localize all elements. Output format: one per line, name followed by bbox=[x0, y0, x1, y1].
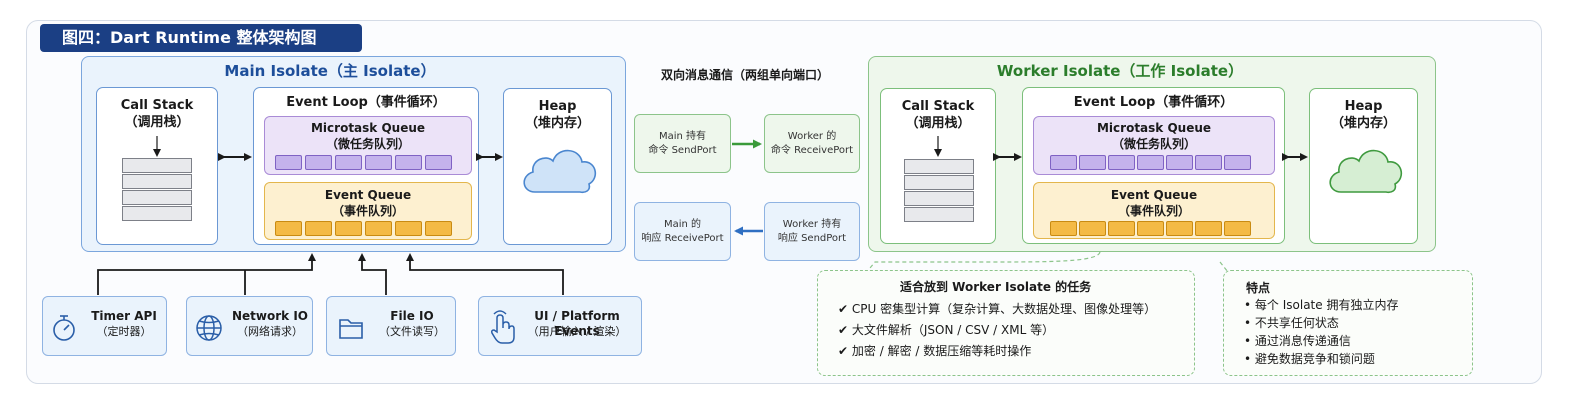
main-heap-title: Heap bbox=[538, 99, 577, 114]
ui-platform-subtitle: （用户输入 / 渲染） bbox=[527, 325, 627, 338]
feature-text: 通过消息传递通信 bbox=[1254, 334, 1351, 348]
worker-event-loop-title: Event Loop（事件循环） bbox=[1073, 95, 1234, 110]
worker-event-queue-subtitle: （事件队列） bbox=[1117, 204, 1190, 218]
worker-event-queue-title: Event Queue bbox=[1110, 188, 1198, 202]
feature-item: • 避免数据竞争和锁问题 bbox=[1244, 352, 1375, 366]
network-io-title: Network IO bbox=[232, 309, 308, 323]
file-io-subtitle: （文件读写） bbox=[379, 325, 445, 338]
main-heap-cloud-icon bbox=[523, 149, 597, 194]
main-receive-line2: 响应 ReceivePort bbox=[641, 233, 724, 244]
worker-task-item: ✔ CPU 密集型计算（复杂计算、大数据处理、图像处理等） bbox=[838, 301, 1156, 317]
worker-send-line2: 响应 SendPort bbox=[777, 233, 847, 244]
worker-call-stack-box: Call Stack （调用栈） bbox=[880, 88, 996, 244]
ui-platform-title: UI / Platform Events bbox=[534, 309, 620, 338]
feature-item: • 不共享任何状态 bbox=[1244, 316, 1339, 330]
worker-command-receiveport: Worker 的 命令 ReceivePort bbox=[764, 114, 860, 173]
messaging-heading: 双向消息通信（两组单向端口） bbox=[660, 68, 829, 82]
check-icon: ✔ bbox=[838, 302, 849, 316]
main-heap-subtitle: （堆内存） bbox=[524, 116, 590, 131]
event-source-file: File IO （文件读写） bbox=[326, 296, 456, 356]
diagram-title: 图四：Dart Runtime 整体架构图 bbox=[40, 24, 362, 52]
hand-pointer-icon bbox=[491, 310, 515, 344]
worker-task-text: 加密 / 解密 / 数据压缩等耗时操作 bbox=[851, 344, 1032, 358]
network-io-subtitle: （网络请求） bbox=[237, 325, 303, 338]
worker-microtask-title: Microtask Queue bbox=[1096, 121, 1212, 135]
main-call-stack-box: Call Stack （调用栈） bbox=[96, 87, 218, 245]
event-source-timer: Timer API （定时器） bbox=[42, 296, 167, 356]
event-source-network: Network IO （网络请求） bbox=[186, 296, 313, 356]
worker-heap-cloud-icon bbox=[1329, 149, 1403, 194]
feature-text: 避免数据竞争和锁问题 bbox=[1254, 352, 1375, 366]
check-icon: ✔ bbox=[838, 323, 849, 337]
worker-heap-title: Heap bbox=[1344, 99, 1383, 114]
worker-tasks-panel: 适合放到 Worker Isolate 的任务 ✔ CPU 密集型计算（复杂计算… bbox=[817, 270, 1195, 376]
event-source-connectors bbox=[97, 253, 564, 295]
timer-api-title: Timer API bbox=[91, 309, 157, 323]
main-receive-line1: Main 的 bbox=[663, 219, 702, 230]
feature-text: 不共享任何状态 bbox=[1254, 316, 1339, 330]
main-event-loop-title: Event Loop（事件循环） bbox=[286, 95, 446, 110]
worker-task-text: CPU 密集型计算（复杂计算、大数据处理、图像处理等） bbox=[851, 302, 1157, 316]
event-source-ui-platform: UI / Platform Events （用户输入 / 渲染） bbox=[478, 296, 642, 356]
worker-tasks-title: 适合放到 Worker Isolate 的任务 bbox=[900, 280, 1092, 294]
features-panel: 特点 • 每个 Isolate 拥有独立内存 • 不共享任何状态 • 通过消息传… bbox=[1223, 270, 1473, 376]
worker-heap-subtitle: （堆内存） bbox=[1330, 116, 1396, 131]
worker-microtask-subtitle: （微任务队列） bbox=[1111, 137, 1196, 151]
main-microtask-subtitle: （微任务队列） bbox=[325, 137, 410, 151]
feature-item: • 通过消息传递通信 bbox=[1244, 334, 1351, 348]
main-call-stack-title: Call Stack bbox=[120, 98, 194, 113]
worker-task-text: 大文件解析（JSON / CSV / XML 等） bbox=[851, 323, 1055, 337]
main-command-sendport: Main 持有 命令 SendPort bbox=[634, 114, 731, 173]
worker-microtask-queue: Microtask Queue （微任务队列） bbox=[1033, 116, 1275, 175]
main-response-receiveport: Main 的 响应 ReceivePort bbox=[634, 202, 731, 261]
features-title: 特点 bbox=[1246, 281, 1271, 295]
worker-call-stack-subtitle: （调用栈） bbox=[905, 116, 971, 131]
worker-isolate-heading: Worker Isolate（工作 Isolate） bbox=[996, 62, 1244, 80]
worker-call-stack-title: Call Stack bbox=[901, 99, 975, 114]
file-io-title: File IO bbox=[390, 309, 434, 323]
worker-task-item: ✔ 加密 / 解密 / 数据压缩等耗时操作 bbox=[838, 343, 1031, 359]
worker-response-sendport: Worker 持有 响应 SendPort bbox=[764, 202, 860, 261]
main-send-line1: Main 持有 bbox=[658, 131, 707, 142]
feature-item: • 每个 Isolate 拥有独立内存 bbox=[1244, 298, 1399, 312]
worker-event-queue: Event Queue （事件队列） bbox=[1033, 182, 1275, 239]
worker-tasks-connector bbox=[869, 251, 1101, 269]
folder-icon bbox=[339, 319, 363, 339]
feature-text: 每个 Isolate 拥有独立内存 bbox=[1254, 298, 1399, 312]
features-connector bbox=[1219, 261, 1229, 273]
check-icon: ✔ bbox=[838, 344, 849, 358]
main-event-queue: Event Queue （事件队列） bbox=[264, 182, 472, 240]
worker-task-item: ✔ 大文件解析（JSON / CSV / XML 等） bbox=[838, 322, 1054, 338]
stopwatch-icon bbox=[53, 315, 75, 341]
worker-receive-line1: Worker 的 bbox=[787, 131, 837, 142]
worker-receive-line2: 命令 ReceivePort bbox=[770, 145, 854, 156]
globe-icon bbox=[196, 315, 222, 341]
worker-send-line1: Worker 持有 bbox=[782, 219, 842, 230]
timer-api-subtitle: （定时器） bbox=[96, 325, 152, 338]
main-event-queue-subtitle: （事件队列） bbox=[331, 204, 404, 218]
main-send-line2: 命令 SendPort bbox=[648, 145, 717, 156]
main-isolate-heading: Main Isolate（主 Isolate） bbox=[224, 62, 436, 80]
main-microtask-title: Microtask Queue bbox=[310, 121, 426, 135]
main-call-stack-subtitle: （调用栈） bbox=[124, 115, 190, 130]
main-microtask-queue: Microtask Queue （微任务队列） bbox=[264, 116, 472, 175]
main-event-queue-title: Event Queue bbox=[324, 188, 412, 202]
